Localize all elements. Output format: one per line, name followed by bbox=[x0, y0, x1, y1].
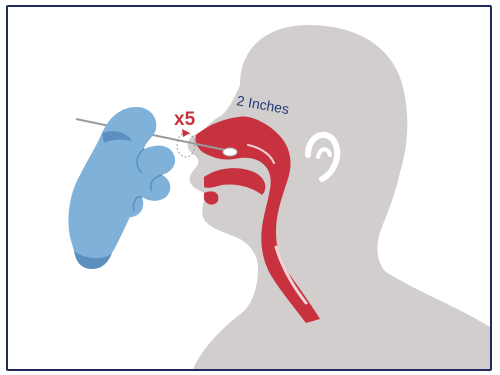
swab-tip bbox=[223, 148, 237, 156]
nasal-swab-illustration: x5 2 Inches bbox=[8, 7, 490, 369]
head-silhouette bbox=[188, 25, 490, 369]
gloved-hand-icon bbox=[68, 107, 175, 269]
rotation-count-label: x5 bbox=[174, 109, 196, 130]
illustration-frame: x5 2 Inches bbox=[6, 5, 492, 371]
